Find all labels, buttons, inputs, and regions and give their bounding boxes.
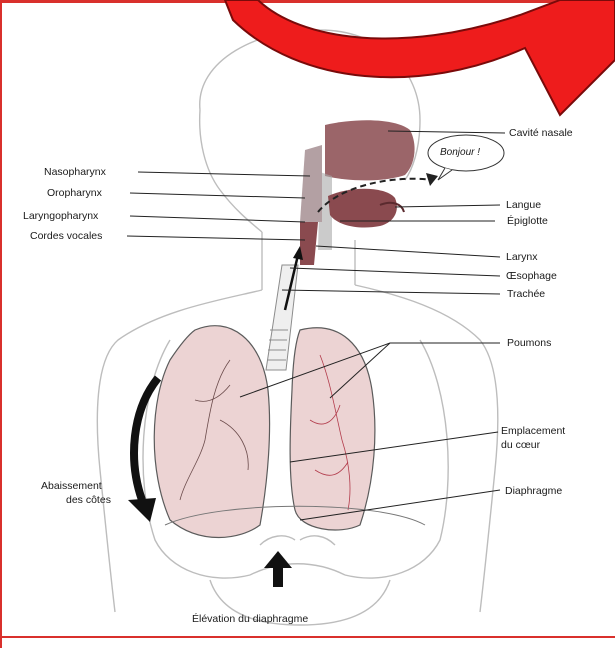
red-curved-arrow-icon: [0, 0, 615, 648]
